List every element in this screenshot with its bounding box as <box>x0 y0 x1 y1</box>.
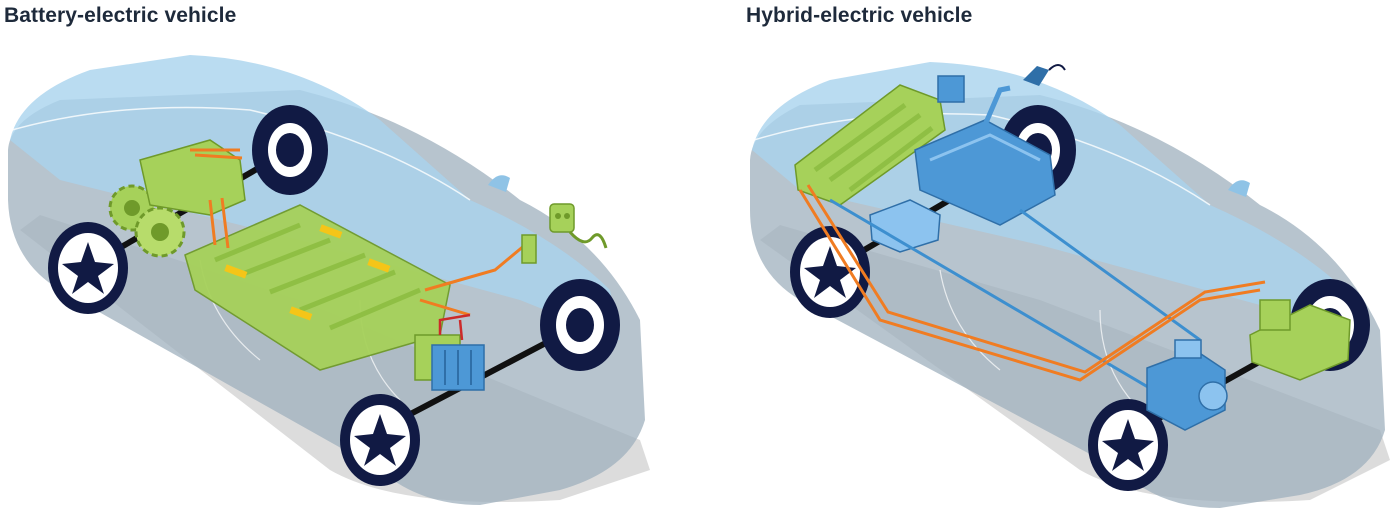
hv-cables <box>208 197 526 317</box>
wheel-front-left-icon <box>340 394 420 486</box>
charging-plug-icon <box>549 203 608 249</box>
battery-clip-3 <box>289 306 313 321</box>
battery-clip-2 <box>319 224 343 239</box>
side-mirror <box>488 175 510 192</box>
hev-panel: Hybrid-electric vehicle <box>700 0 1400 525</box>
aux-battery <box>937 75 965 103</box>
battery-cells <box>813 102 934 192</box>
hv-cables <box>798 184 1266 382</box>
electric-motor <box>869 199 941 253</box>
wheel-rear-right-icon <box>252 105 328 195</box>
battery-cells <box>214 222 421 331</box>
wheel-rear-left-icon <box>48 222 128 314</box>
bev-panel: Battery-electric vehicle <box>4 4 650 505</box>
charging-port <box>521 234 537 264</box>
wheel-front-right-icon <box>540 279 620 371</box>
battery-pack <box>794 84 946 206</box>
motor-cables <box>190 148 243 160</box>
car-roof-line <box>11 106 471 201</box>
fuel-nozzle-icon <box>1023 64 1066 86</box>
bev-car-illustration <box>8 55 650 505</box>
battery-clip-1 <box>224 264 248 279</box>
aux-battery <box>431 344 485 391</box>
power-electronics <box>1259 299 1291 331</box>
engine-icon <box>1146 339 1228 431</box>
gear-icon-2 <box>134 206 186 258</box>
hev-title: Hybrid-electric vehicle <box>746 4 973 27</box>
wheel-front-left-icon <box>1088 399 1168 491</box>
side-mirror <box>1228 180 1250 197</box>
fuel-tank-highlight <box>929 133 1041 162</box>
fuel-filler-pipe <box>982 85 1011 126</box>
hev-car-illustration <box>750 62 1390 508</box>
aux-cables <box>438 313 471 341</box>
battery-clip-4 <box>367 258 391 273</box>
bev-title: Battery-electric vehicle <box>4 4 237 27</box>
car-glass <box>10 55 620 340</box>
electric-motor <box>139 139 246 216</box>
